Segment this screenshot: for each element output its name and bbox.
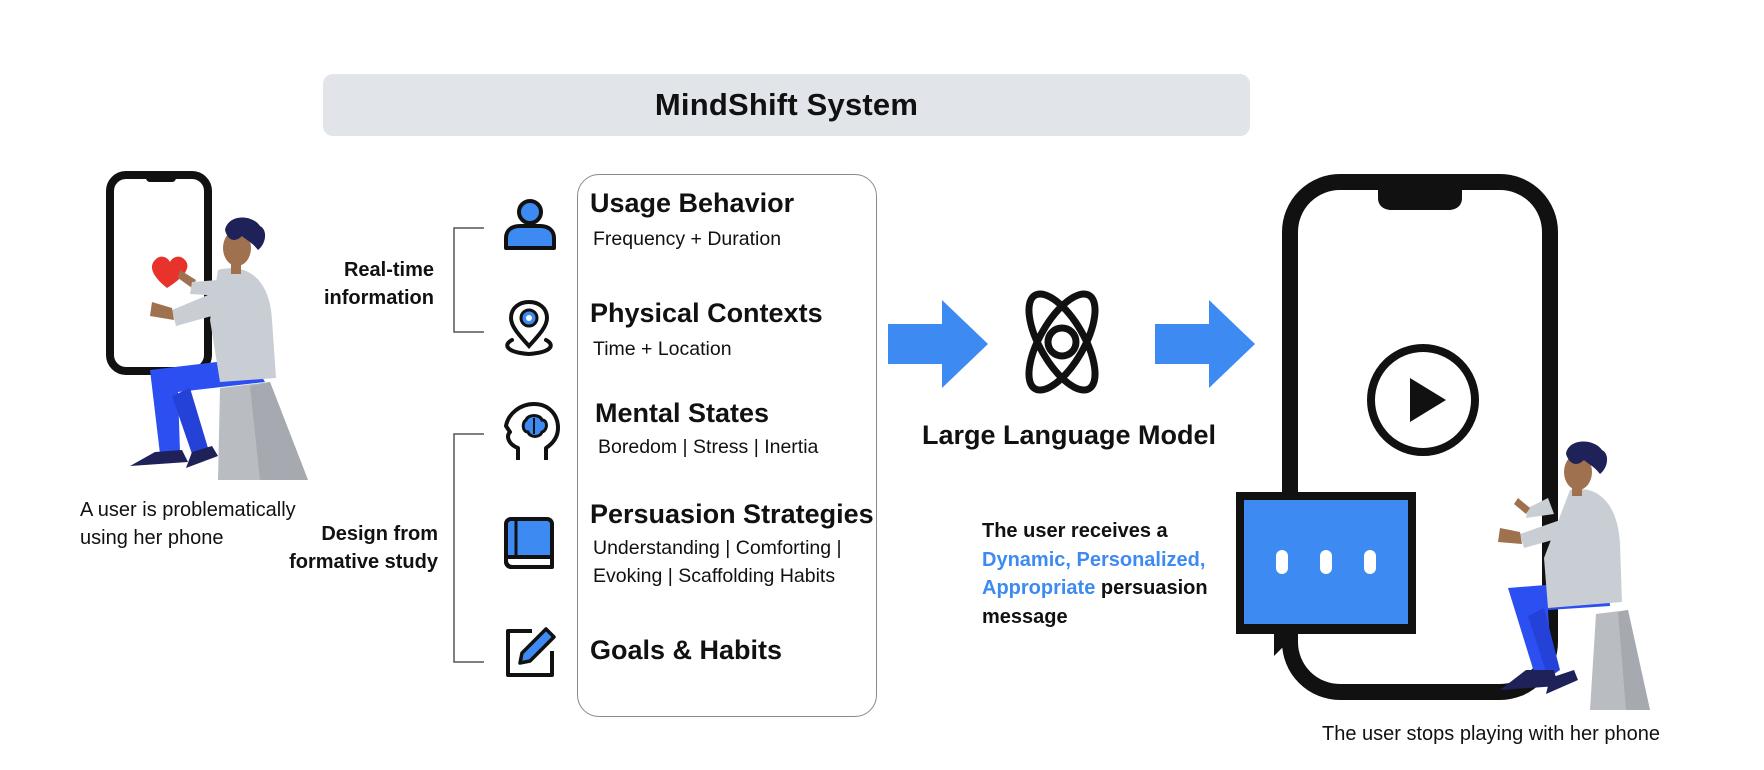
edit-icon [506,627,556,677]
play-icon [1367,344,1479,456]
location-pin-icon [505,300,553,357]
left-user-illustration [106,171,308,480]
item-usage-behavior: Usage Behavior Frequency + Duration [590,188,794,253]
heart-icon [151,256,188,288]
message-highlight2: Appropriate [982,577,1096,599]
design-line1: Design from [321,523,438,545]
message-line3: Appropriate persuasion [982,574,1208,603]
realtime-line2: information [324,287,434,309]
design-line2: formative study [289,551,438,573]
right-user-illustration [1498,441,1650,710]
person-icon [504,199,556,250]
item-physical-contexts: Physical Contexts Time + Location [590,298,823,363]
item-goals-habits: Goals & Habits [590,635,782,666]
persuasion-strategies-sub2: Evoking | Scaffolding Habits [593,565,836,587]
system-title-bar: MindShift System [323,74,1250,136]
system-inputs-card [577,174,877,717]
arrow-right-icon [888,300,988,388]
message-highlight1: Dynamic, Personalized, [982,548,1206,571]
head-brain-icon [504,402,560,460]
message-description: The user receives a Dynamic, Personalize… [982,517,1208,631]
goals-habits-title: Goals & Habits [590,635,783,665]
message-line1: The user receives a [982,520,1168,542]
usage-behavior-sub: Frequency + Duration [593,228,782,250]
item-mental-states: Mental States Boredom | Stress | Inertia [595,398,818,461]
arrow-right-icon-2 [1155,300,1255,388]
message-line3-rest: persuasion [1095,577,1208,599]
right-phone-illustration [1236,174,1558,700]
physical-contexts-sub: Time + Location [593,338,732,360]
bracket-connectors [453,227,484,663]
realtime-info-label: Real-time information [324,256,434,312]
left-caption-line2: using her phone [80,527,224,549]
usage-behavior-title: Usage Behavior [590,188,795,218]
mental-states-sub: Boredom | Stress | Inertia [598,436,819,458]
persuasion-strategies-sub1: Understanding | Comforting | [593,537,842,559]
system-title: MindShift System [654,87,919,122]
right-user-caption: The user stops playing with her phone [1322,723,1660,745]
persuasion-strategies-title: Persuasion Strategies [590,499,874,529]
book-icon [504,517,554,569]
atom-icon [1025,290,1099,394]
chat-bubble-icon [1236,492,1416,656]
llm-label: Large Language Model [922,420,1217,450]
realtime-line1: Real-time [343,259,434,281]
physical-contexts-title: Physical Contexts [590,298,823,328]
design-label: Design from formative study [289,520,438,576]
left-caption-line1: A user is problematically [80,499,296,521]
left-user-caption: A user is problematically using her phon… [80,496,296,552]
item-persuasion-strategies: Persuasion Strategies Understanding | Co… [590,499,874,590]
message-line4: message [982,605,1068,628]
mental-states-title: Mental States [595,398,770,428]
